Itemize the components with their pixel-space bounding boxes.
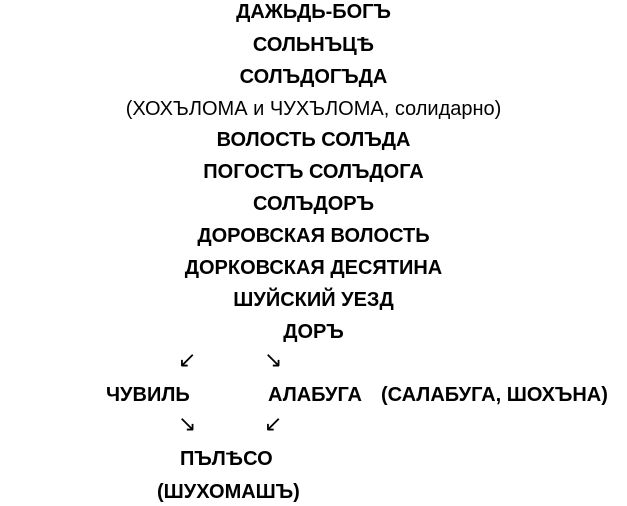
- arrow-down-right-lower: ↘: [178, 411, 197, 436]
- node-dazhdbog: ДАЖЬДЬ-БОГЪ: [236, 1, 391, 23]
- node-solntse: СОЛЬНЪЦѢ: [252, 34, 375, 56]
- node-soldor: СОЛЪДОРЪ: [253, 193, 374, 215]
- note-salabuga: (САЛАБУГА, ШОХЪНА): [381, 384, 608, 406]
- node-dor: ДОРЪ: [283, 321, 344, 343]
- node-pleso: ПЪЛѢСО: [180, 448, 273, 470]
- node-alabuga: АЛАБУГА: [268, 384, 363, 406]
- note-khokhloma: (ХОХЪЛОМА и ЧУХЪЛОМА, солидарно): [125, 98, 502, 120]
- node-chuvil: ЧУВИЛЬ: [106, 384, 190, 406]
- node-pogost-soldoga: ПОГОСТЪ СОЛЪДОГА: [203, 161, 424, 183]
- node-dorkovskaya-desyatina: ДОРКОВСКАЯ ДЕСЯТИНА: [184, 257, 443, 279]
- arrow-down-left-upper: ↙: [178, 347, 197, 372]
- note-shukhomash: (ШУХОМАШЪ): [157, 481, 300, 503]
- node-soldogda: СОЛЪДОГЪДА: [239, 66, 388, 88]
- arrow-down-right-upper: ↘: [264, 347, 283, 372]
- arrow-down-left-lower: ↙: [264, 411, 283, 436]
- node-volost-solda: ВОЛОСТЬ СОЛЪДА: [216, 129, 411, 151]
- node-dorovskaya-volost: ДОРОВСКАЯ ВОЛОСТЬ: [197, 225, 430, 247]
- node-shuisky-uezd: ШУЙСКИЙ УЕЗД: [233, 289, 394, 311]
